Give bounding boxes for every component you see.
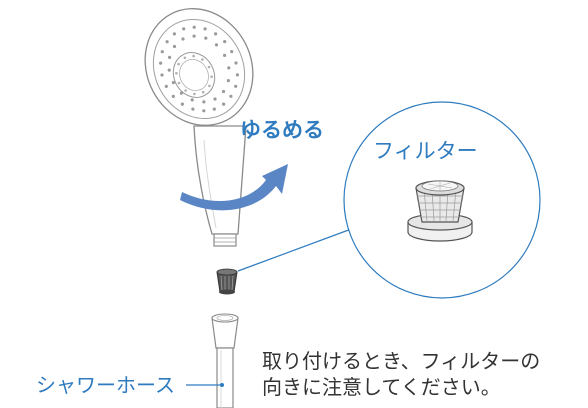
nozzle-dot <box>207 65 211 69</box>
nozzle-dot <box>160 73 164 77</box>
nozzle-dot <box>208 84 211 88</box>
nozzle-dot <box>201 58 204 61</box>
nozzle-dot <box>181 37 185 41</box>
nozzle-dot <box>230 50 234 54</box>
note-line-1: 取り付けるとき、フィルターの <box>262 349 540 373</box>
nozzle-dot <box>223 40 227 44</box>
nozzle-dot <box>172 44 177 49</box>
shower-hose-label: シャワーホース <box>36 373 175 397</box>
filter-icon <box>216 268 238 295</box>
nozzle-dot <box>222 102 226 106</box>
nozzle-dot <box>160 50 164 54</box>
nozzle-dot <box>171 94 175 98</box>
nozzle-dot <box>184 89 187 92</box>
filter-closeup-icon <box>407 180 473 242</box>
nozzle-dot <box>192 54 195 58</box>
nozzle-dot <box>159 61 163 65</box>
nozzle-dot <box>234 61 238 65</box>
nozzle-dot <box>192 25 196 29</box>
nozzle-dot <box>191 107 195 111</box>
nozzle-dot <box>190 98 194 102</box>
nozzle-dot <box>179 91 184 95</box>
nozzle-dot <box>214 43 219 47</box>
nozzle-dot <box>171 81 175 85</box>
callout-leader <box>237 227 355 272</box>
nozzle-dot <box>177 81 181 85</box>
nozzle-dot <box>203 27 207 31</box>
shower-connector <box>213 233 237 247</box>
nozzle-dot <box>202 109 206 113</box>
nozzle-dot <box>175 72 178 75</box>
nozzle-dot <box>214 32 218 36</box>
nozzle-dot <box>235 73 239 77</box>
nozzle-dot <box>226 79 230 83</box>
nozzle-dot <box>210 75 213 78</box>
nozzle-dot <box>201 90 205 94</box>
nozzle-dot <box>204 36 208 40</box>
nozzle-dot <box>165 40 169 44</box>
nozzle-dot <box>234 84 238 88</box>
nozzle-dot <box>180 102 184 106</box>
nozzle-dot <box>229 94 233 98</box>
shower-hose <box>211 313 239 408</box>
nozzle-dot <box>177 62 180 66</box>
curved-arrow-icon <box>180 164 288 211</box>
nozzle-dot <box>227 66 231 70</box>
nozzle-dot <box>183 56 187 60</box>
nozzle-dot <box>213 97 217 101</box>
nozzle-dot <box>182 27 186 31</box>
nozzle-dot <box>221 89 226 94</box>
nozzle-dots <box>159 25 239 113</box>
nozzle-dot <box>164 84 168 88</box>
nozzle-dot <box>193 92 196 96</box>
nozzle-dot <box>172 32 176 36</box>
nozzle-dot <box>223 53 227 58</box>
nozzle-dot <box>192 34 196 38</box>
nozzle-dot <box>167 68 171 72</box>
hose-leader-dot <box>220 383 224 387</box>
nozzle-dot <box>168 55 172 60</box>
filter-label: フィルター <box>373 139 478 163</box>
nozzle-dot <box>202 100 206 104</box>
nozzle-dot <box>212 107 216 111</box>
note-line-2: 向きに注意してください。 <box>262 375 501 399</box>
loosen-label: ゆるめる <box>240 118 324 142</box>
